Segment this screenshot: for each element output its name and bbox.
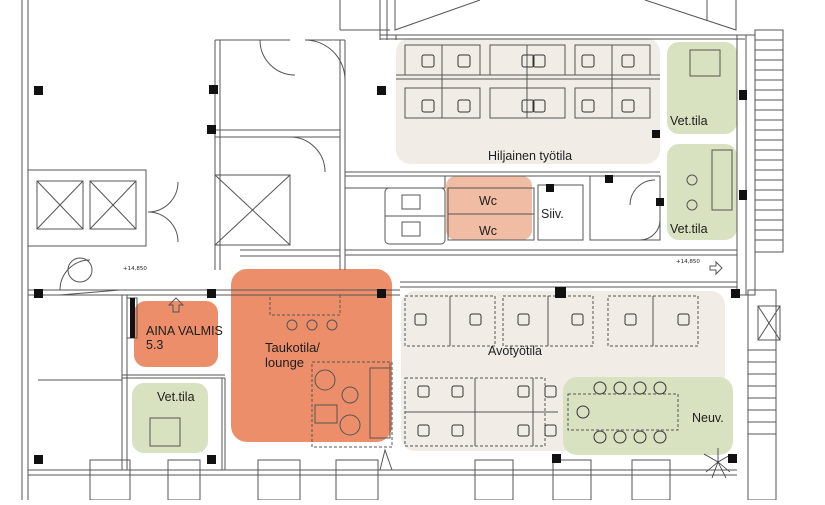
label-lounge-line2: lounge [265, 355, 305, 370]
label-open-work: Avotyötila [488, 344, 542, 358]
elevation-right: +14,850 [676, 259, 700, 265]
aina-valmis-area[interactable] [134, 301, 218, 367]
label-wet-room-top: Vet.tila [670, 114, 708, 128]
wc-area[interactable] [446, 176, 532, 240]
label-wet-room-mid: Vet.tila [670, 222, 708, 236]
open-area-chairs [414, 313, 690, 437]
columns [34, 85, 747, 464]
arrow-icons [167, 260, 723, 313]
label-aina-valmis-line2: 5.3 [146, 338, 164, 352]
label-aina-valmis-line1: AINA VALMIS [146, 324, 223, 338]
lounge-area[interactable] [231, 269, 392, 442]
quiet-area-chairs [421, 54, 635, 113]
label-cleaning: Siiv. [541, 207, 564, 221]
label-wet-room-bottom: Vet.tila [157, 390, 195, 404]
plant-icon [703, 448, 733, 479]
label-meeting-room: Neuv. [692, 411, 724, 425]
label-quiet-work: Hiljainen työtila [488, 149, 573, 163]
label-wc-bottom: Wc [479, 224, 498, 238]
elevation-left: +14,850 [123, 266, 147, 272]
quiet-work-area[interactable] [396, 38, 660, 164]
label-wc-top: Wc [479, 194, 498, 208]
meeting-room-chairs [576, 381, 667, 444]
wet-room-mid[interactable] [667, 144, 737, 240]
label-lounge-line1: Taukotila/ [265, 340, 320, 355]
